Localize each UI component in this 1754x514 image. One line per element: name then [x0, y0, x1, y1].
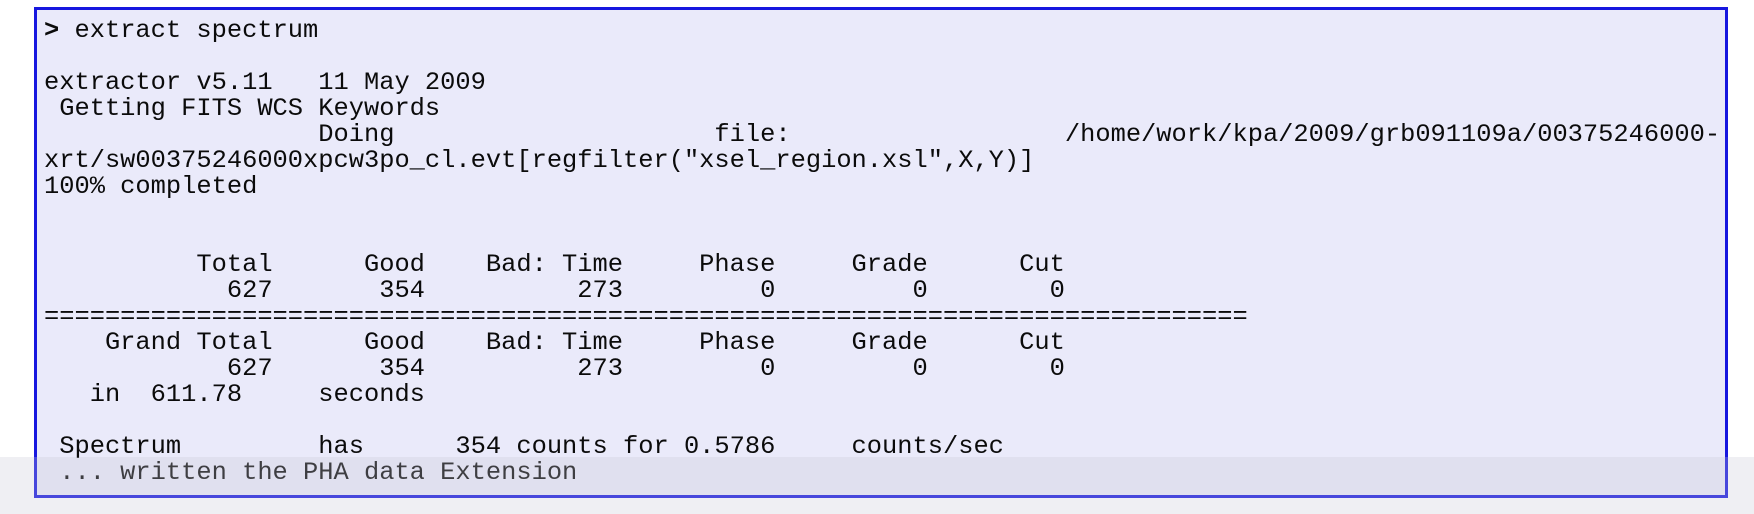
- terminal-output: > extract spectrum extractor v5.11 11 Ma…: [37, 10, 1725, 486]
- command-text: extract spectrum: [59, 16, 319, 45]
- extractor-log: extractor v5.11 11 May 2009 Getting FITS…: [44, 68, 1721, 487]
- terminal-window: > extract spectrum extractor v5.11 11 Ma…: [34, 7, 1728, 498]
- shell-prompt: >: [44, 16, 60, 45]
